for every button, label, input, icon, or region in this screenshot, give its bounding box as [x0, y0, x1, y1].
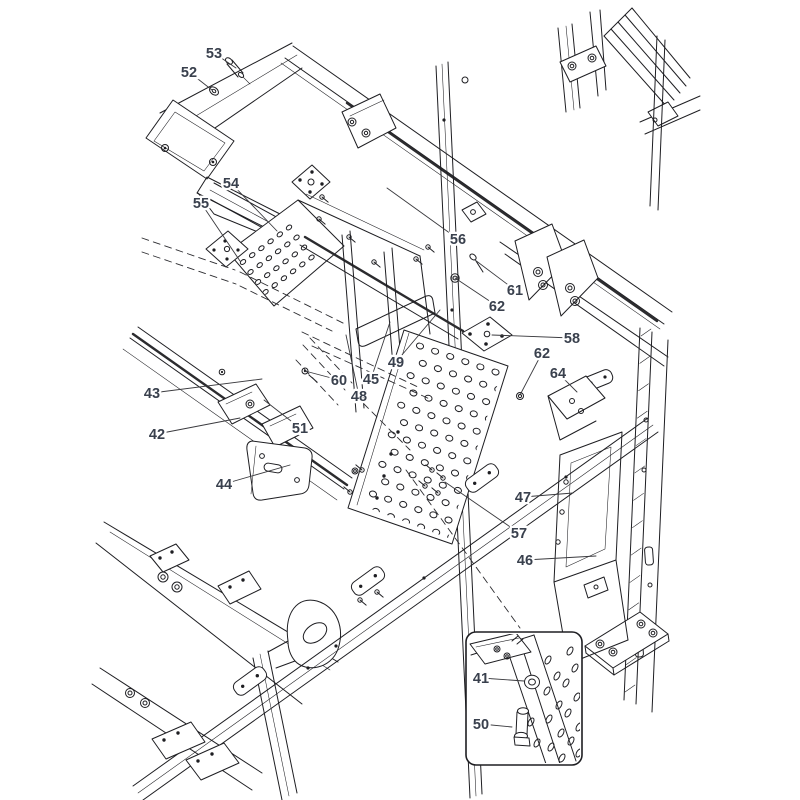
callout-leader-43: [151, 378, 263, 394]
callout-leader-60: [304, 370, 340, 381]
post-hatching: [624, 328, 652, 693]
callout-leader-54: [230, 182, 278, 232]
hidden-lines: [141, 237, 521, 629]
callout-leader-56: [386, 187, 459, 240]
callout-leader-50: [480, 723, 513, 728]
callout-leader-44: [223, 464, 291, 485]
callout-leader-49: [395, 309, 441, 363]
callout-leader-47: [522, 492, 574, 498]
callout-label-43: 43: [144, 386, 160, 402]
front-sill: [122, 326, 359, 501]
callout-label-51: 51: [292, 421, 308, 437]
small-screws: [316, 194, 446, 606]
callout-label-50: 50: [473, 717, 489, 733]
callout-leader-51: [263, 399, 301, 429]
washer-41: [524, 674, 540, 690]
callout-label-46: 46: [517, 553, 533, 569]
callout-label-57: 57: [511, 526, 527, 542]
callout-label-53: 53: [206, 46, 222, 62]
inset-panel-holes: [527, 646, 580, 763]
left-perforated-plate-holes: [239, 224, 315, 295]
battery-tray-assembly: [205, 193, 524, 545]
callout-leader-64: [557, 372, 578, 393]
hanger-bracket-top: [291, 93, 397, 200]
callout-label-62: 62: [489, 299, 505, 315]
callout-leader-62: [519, 352, 543, 396]
callout-label-42: 42: [149, 427, 165, 443]
callout-leader-48: [345, 334, 360, 397]
callout-label-55: 55: [193, 196, 209, 212]
callout-label-41: 41: [473, 671, 489, 687]
callout-label-60: 60: [331, 373, 347, 389]
callout-leader-52: [188, 71, 213, 91]
top-left-beam: [145, 42, 303, 233]
top-right-frame: [557, 7, 701, 211]
callout-leader-62: [454, 277, 498, 307]
bolt-50: [513, 707, 531, 747]
callout-leader-53: [213, 52, 237, 69]
callout-leader-42: [156, 417, 241, 435]
callout-leader-61: [474, 259, 516, 291]
callout-label-58: 58: [564, 331, 580, 347]
callout-leader-57: [444, 481, 520, 534]
callout-label-49: 49: [388, 355, 404, 371]
callout-label-62: 62: [534, 346, 550, 362]
callout-leader-55: [200, 202, 241, 262]
callout-label-48: 48: [351, 389, 367, 405]
detail-inset: [465, 631, 583, 766]
callout-leader-41: [480, 677, 525, 682]
callout-label-64: 64: [550, 366, 566, 382]
beam-slot-pads: [232, 463, 500, 696]
callout-label-52: 52: [181, 65, 197, 81]
inset-panel: [469, 634, 580, 763]
callout-label-45: 45: [363, 372, 379, 388]
callout-label-47: 47: [515, 490, 531, 506]
callout-leader-46: [524, 555, 597, 561]
right-post-assembly: [514, 223, 670, 713]
callout-label-54: 54: [223, 176, 239, 192]
callout-label-44: 44: [216, 477, 232, 493]
callout-leader-58: [491, 334, 573, 339]
callout-label-61: 61: [507, 283, 523, 299]
callout-leader-45: [370, 321, 391, 380]
callout-label-56: 56: [450, 232, 466, 248]
